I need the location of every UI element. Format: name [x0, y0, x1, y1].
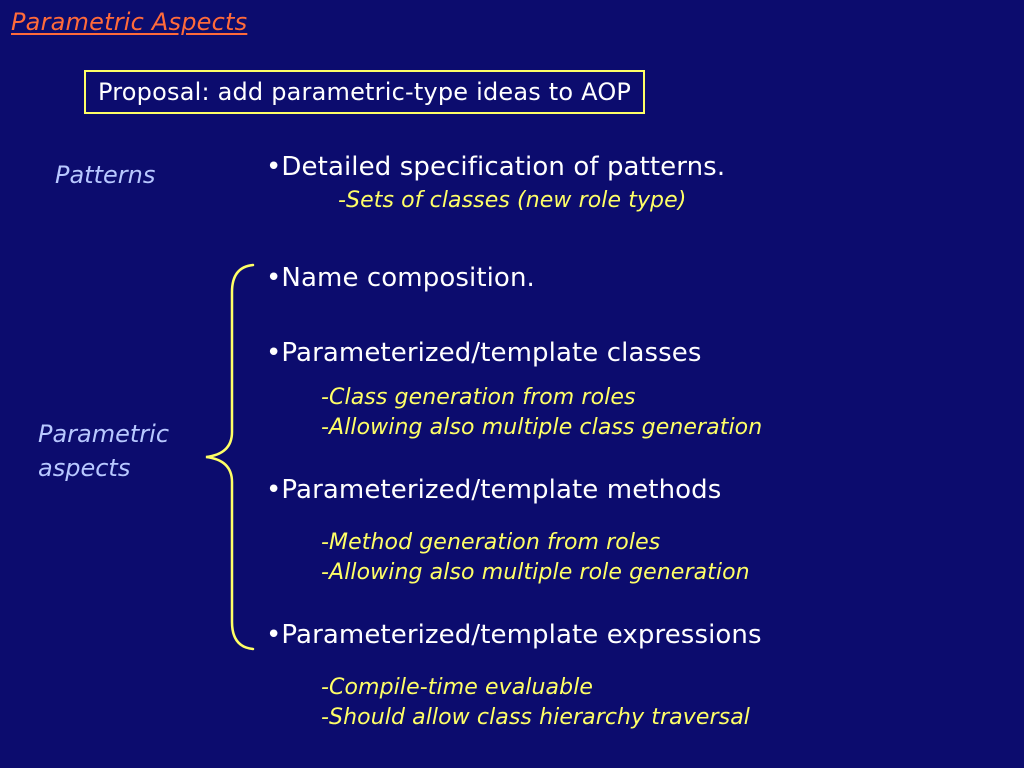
bullet-name-composition: •Name composition. — [266, 263, 535, 293]
sub-compile-time: -Compile-time evaluable — [321, 675, 594, 700]
proposal-box: Proposal: add parametric-type ideas to A… — [84, 70, 646, 114]
sub-method-generation: -Method generation from roles — [321, 530, 661, 555]
proposal-text: Proposal: add parametric-type ideas to A… — [98, 78, 632, 106]
left-curly-brace-icon — [205, 263, 255, 651]
bullet-template-methods: •Parameterized/template methods — [266, 475, 722, 505]
parametric-label-line2: aspects — [38, 454, 131, 482]
sub-multiple-role-generation: -Allowing also multiple role generation — [321, 560, 750, 585]
sub-class-generation: -Class generation from roles — [321, 385, 636, 410]
bullet-detailed-specification: •Detailed specification of patterns. — [266, 152, 726, 182]
patterns-label: Patterns — [55, 161, 156, 189]
sub-hierarchy-traversal: -Should allow class hierarchy traversal — [321, 705, 751, 730]
slide-title: Parametric Aspects — [11, 8, 248, 36]
parametric-label-line1: Parametric — [38, 420, 170, 448]
parametric-aspects-label: Parametric aspects — [38, 417, 169, 485]
sub-multiple-class-generation: -Allowing also multiple class generation — [321, 415, 763, 440]
bullet-template-expressions: •Parameterized/template expressions — [266, 620, 762, 650]
bullet-template-classes: •Parameterized/template classes — [266, 338, 702, 368]
sub-sets-of-classes: -Sets of classes (new role type) — [338, 188, 687, 213]
